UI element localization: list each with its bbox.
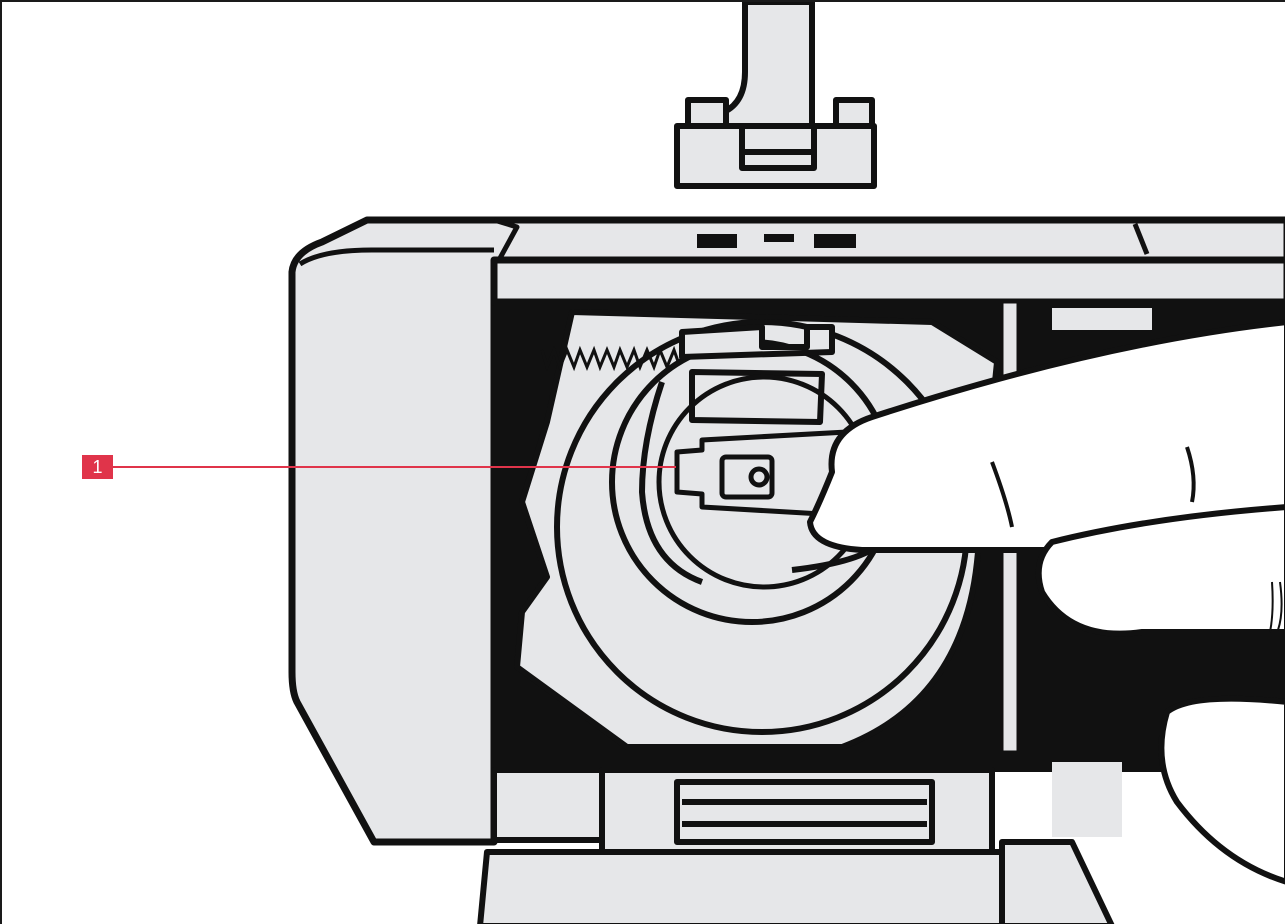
base-plate [477,767,1115,924]
machine-housing [288,216,1285,846]
callout-badge-1: 1 [82,455,113,479]
hand-fingers [807,319,1285,885]
presser-foot [674,2,877,189]
callout-leader-line [113,466,676,468]
